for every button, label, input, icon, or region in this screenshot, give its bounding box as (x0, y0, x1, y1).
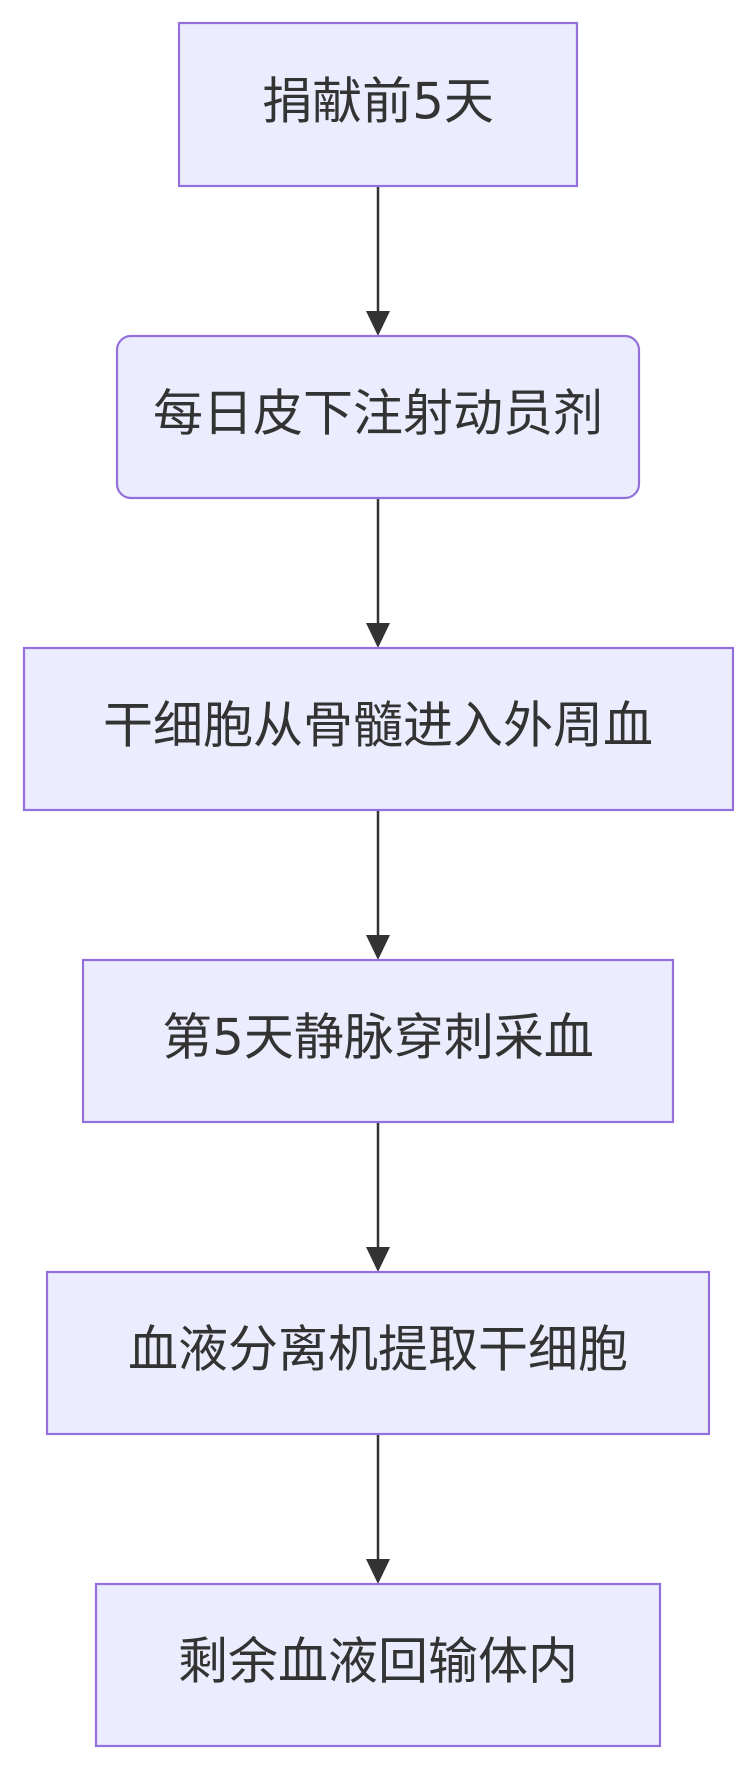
node-label: 干细胞从骨髓进入外周血 (103, 697, 653, 755)
node-blood-return: 剩余血液回输体内 (94, 1582, 662, 1748)
node-label: 捐献前5天 (262, 73, 494, 131)
edge-1 (366, 186, 390, 336)
edge-2 (366, 498, 390, 648)
node-label: 每日皮下注射动员剂 (153, 385, 603, 443)
node-mobilizer-injection: 每日皮下注射动员剂 (115, 334, 641, 500)
node-donation-start: 捐献前5天 (177, 21, 579, 188)
node-label: 剩余血液回输体内 (178, 1633, 578, 1691)
edge-5 (366, 1434, 390, 1584)
node-stem-cell-mobilization: 干细胞从骨髓进入外周血 (22, 646, 735, 812)
edge-3 (366, 810, 390, 960)
edge-4 (366, 1122, 390, 1272)
node-label: 第5天静脉穿刺采血 (162, 1009, 594, 1067)
node-venipuncture: 第5天静脉穿刺采血 (81, 958, 675, 1124)
node-apheresis: 血液分离机提取干细胞 (45, 1270, 711, 1436)
node-label: 血液分离机提取干细胞 (128, 1321, 628, 1379)
